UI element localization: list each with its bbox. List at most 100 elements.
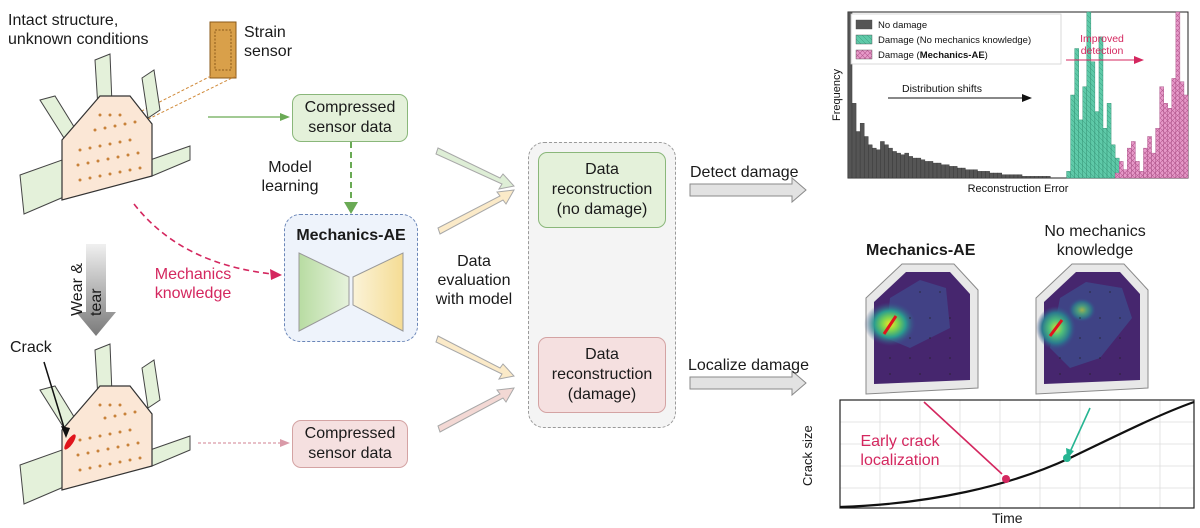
bar-damage-mech-ae (1139, 171, 1144, 179)
bar-no-damage (997, 172, 1003, 179)
bar-no-damage (896, 152, 901, 179)
bar-damage-no-mech (1094, 111, 1100, 179)
intact-structure-icon (19, 53, 191, 215)
bar-damage-mech-ae (1114, 172, 1120, 179)
crack-label: Crack (10, 339, 52, 356)
improved-detection-label: Improved (1080, 33, 1124, 45)
bar-damage-mech-ae (1175, 11, 1181, 179)
bar-no-damage (1009, 174, 1015, 179)
no-mech-map-label: No mechanics knowledge (1044, 223, 1146, 259)
bar-damage-mech-ae (1127, 147, 1132, 179)
bar-damage-mech-ae (1179, 81, 1185, 179)
chart-grid (840, 400, 1194, 508)
bar-damage-mech-ae (1143, 147, 1148, 179)
mechanics-ae-map-label: Mechanics-AE (866, 242, 976, 259)
bar-damage-mech-ae (1147, 136, 1152, 179)
bar-damage-mech-ae (1159, 86, 1164, 179)
bar-no-damage (904, 152, 909, 179)
bar-no-damage (944, 164, 950, 179)
bar-no-damage (872, 147, 877, 179)
bar-damage-mech-ae (1155, 127, 1160, 179)
bar-no-damage (985, 171, 990, 179)
bar-damage-no-mech (1090, 61, 1096, 179)
bar-damage-no-mech (1102, 127, 1108, 179)
bar-damage-mech-ae (1167, 108, 1173, 179)
early-crack-label: Early crack localization (860, 433, 940, 469)
bar-no-damage (912, 157, 918, 179)
late-localization-arrow (1069, 407, 1091, 453)
bar-no-damage (892, 151, 897, 179)
bar-damage-mech-ae (1131, 141, 1136, 179)
bar-no-damage (948, 166, 954, 179)
bar-damage-mech-ae (1135, 161, 1140, 179)
no-mech-damage-map (1035, 263, 1149, 395)
bar-no-damage (1025, 176, 1031, 179)
crack-growth-curve (839, 400, 1195, 509)
bar-no-damage (965, 169, 970, 179)
left-graphics (19, 21, 282, 505)
bar-no-damage (1033, 176, 1039, 179)
bar-no-damage (989, 172, 994, 179)
bar-no-damage (957, 167, 962, 179)
mechanics-knowledge-label: Mechanics knowledge (154, 266, 232, 302)
bar-damage-no-mech (1066, 171, 1071, 179)
autoencoder-icon (298, 252, 404, 332)
improved-detection-label: detection (1081, 45, 1124, 57)
legend-entry: No damage (878, 20, 927, 31)
histogram-legend (850, 13, 1062, 65)
legend-entry: Damage (Mechanics-AE) (878, 50, 988, 61)
bar-damage-mech-ae (1118, 161, 1124, 179)
bar-no-damage (916, 157, 922, 179)
bar-damage-mech-ae (1163, 103, 1168, 179)
legend-swatch (855, 49, 873, 60)
bar-damage-no-mech (1082, 86, 1088, 179)
bar-no-damage (876, 149, 881, 179)
bar-no-damage (863, 136, 869, 179)
bar-no-damage (1017, 174, 1023, 179)
bar-no-damage (855, 131, 861, 179)
model-learning-label: Model learning (261, 159, 319, 195)
legend-swatch (855, 19, 873, 30)
damage-maps (864, 263, 1149, 395)
crack-size-ylabel: Crack size (800, 425, 815, 486)
histogram-ylabel: Frequency (831, 69, 843, 121)
strain-sensor-label: Strain sensor (244, 24, 293, 60)
bar-no-damage (880, 141, 885, 179)
improved-detection-arrowhead (1134, 56, 1144, 64)
bar-no-damage (1046, 176, 1051, 179)
bar-no-damage (1029, 176, 1035, 179)
bar-damage-no-mech (1098, 36, 1104, 179)
bar-no-damage (884, 144, 889, 179)
bar-no-damage (1042, 176, 1047, 179)
bar-no-damage (961, 167, 966, 179)
bar-no-damage (1005, 174, 1011, 179)
early-localization-point (1002, 475, 1010, 483)
crack-size-chart (839, 399, 1195, 509)
bar-no-damage (920, 159, 926, 179)
bar-damage-no-mech (1106, 103, 1112, 179)
intact-structure-title: Intact structure, unknown conditions (8, 12, 149, 48)
data-evaluation-label: Data evaluation with model (435, 253, 513, 308)
legend-entry: Damage (No mechanics knowledge) (878, 35, 1031, 46)
bar-damage-mech-ae (1151, 152, 1156, 179)
bar-no-damage (981, 171, 986, 179)
bar-damage-no-mech (1074, 48, 1079, 179)
bar-no-damage (932, 162, 938, 179)
bar-no-damage (973, 169, 978, 179)
bar-no-damage (851, 103, 857, 179)
bar-no-damage (1038, 176, 1043, 179)
bar-no-damage (1013, 174, 1019, 179)
mechanics-ae-box: Mechanics-AE (284, 214, 418, 342)
bar-no-damage (900, 154, 905, 179)
bar-damage-no-mech (1078, 119, 1083, 179)
bar-no-damage (993, 172, 998, 179)
bar-no-damage (859, 123, 865, 179)
bar-no-damage (888, 147, 893, 179)
bar-no-damage (953, 166, 958, 179)
bar-no-damage (936, 162, 942, 179)
early-localization-arrow (923, 401, 1003, 475)
histogram-xlabel: Reconstruction Error (968, 183, 1069, 195)
